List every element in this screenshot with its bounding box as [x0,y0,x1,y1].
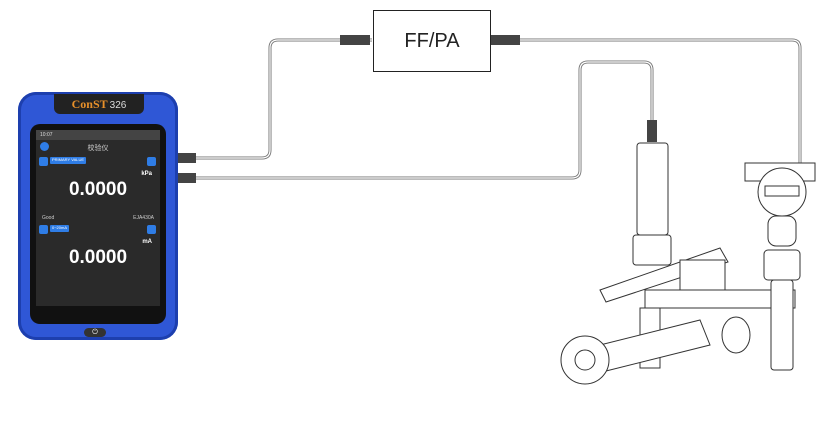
channel2-tag[interactable]: 0~20mA [50,225,70,232]
pressure-sensor [560,142,796,385]
connector [647,120,657,142]
brand-logo: ConST [71,97,108,111]
channel1-value: 0.0000 [68,179,128,200]
channel2-unit: mA [142,239,152,245]
channel1-menu-icon[interactable] [147,157,156,166]
power-button[interactable]: ⏻ [84,328,106,337]
info-status: Good [42,215,55,221]
screen-title: 校验仪 [87,145,109,152]
cable-device-to-ffpa [180,38,372,160]
connector [490,35,520,45]
screen-bezel: 10:07 校验仪 PRIMARY VALUE kPa 0.0000 Good E… [30,124,166,324]
connector [176,153,196,163]
info-model: EJA430A [133,215,154,221]
channel1-icon[interactable] [39,157,48,166]
channel1-unit: kPa [141,171,152,177]
model-number: 326 [109,100,127,111]
screen: 10:07 校验仪 PRIMARY VALUE kPa 0.0000 Good E… [36,130,160,306]
status-bar: 10:07 [36,130,160,140]
connectors [176,35,657,183]
connector [340,35,370,45]
status-time: 10:07 [40,132,53,138]
channel2-icon[interactable] [39,225,48,234]
connector [176,173,196,183]
channel2-value: 0.0000 [68,247,128,268]
cable-device-to-sensor [180,60,654,180]
ffpa-label: FF/PA [404,30,460,52]
pressure-transmitter [744,162,816,371]
channel1-tag[interactable]: PRIMARY VALUE [50,157,87,164]
ffpa-bus-box: FF/PA [373,10,491,72]
channel2-menu-icon[interactable] [147,225,156,234]
home-icon[interactable] [40,142,49,151]
power-icon: ⏻ [92,329,98,336]
